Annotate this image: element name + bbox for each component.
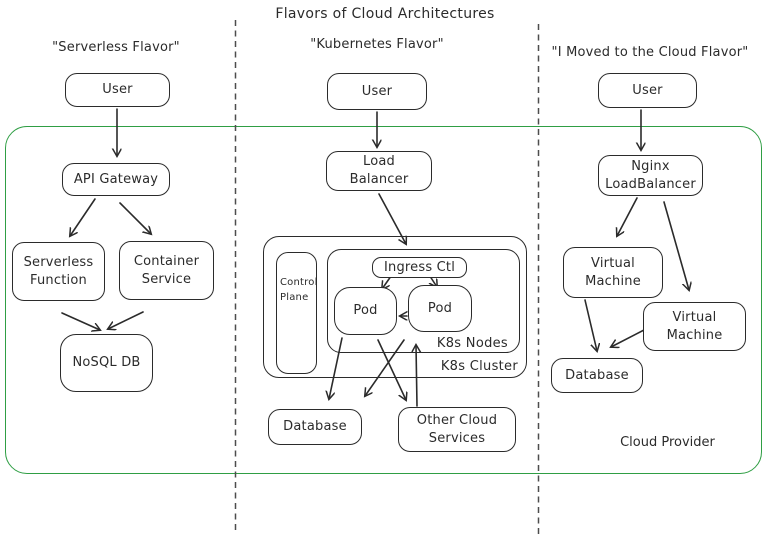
node-container-service: Container Service [119,241,214,300]
cloud-provider-label: Cloud Provider [620,435,715,450]
node-load-balancer: Load Balancer [326,151,432,191]
node-nginx-loadbalancer: Nginx LoadBalancer [598,155,703,196]
node-other-cloud-services: Other Cloud Services [398,407,516,452]
node-virtual-machine-1: Virtual Machine [563,247,663,298]
node-pod-right: Pod [408,285,472,332]
control-plane-box [276,252,317,374]
k8s-nodes-label: K8s Nodes [436,336,508,351]
node-k8s-user: User [327,73,427,110]
node-cloud-user: User [598,73,697,108]
cloud-provider-boundary [5,126,762,474]
node-virtual-machine-2: Virtual Machine [643,302,746,351]
node-cloud-database: Database [551,358,643,393]
diagram-title: Flavors of Cloud Architectures [275,6,495,22]
node-k8s-database: Database [268,409,362,445]
column-header-moved-to-cloud: "I Moved to the Cloud Flavor" [551,45,749,60]
column-header-serverless: "Serverless Flavor" [52,40,180,55]
column-header-kubernetes: "Kubernetes Flavor" [310,37,444,52]
node-nosql-db: NoSQL DB [60,334,153,392]
control-plane-label: Control Plane [280,277,318,303]
node-serverless-user: User [65,73,170,107]
node-serverless-function: Serverless Function [12,242,105,301]
k8s-nodes-box [327,249,520,353]
node-pod-left: Pod [334,287,397,335]
node-ingress-ctl: Ingress Ctl [372,257,467,278]
node-api-gateway: API Gateway [62,163,170,196]
k8s-cluster-label: K8s Cluster [440,359,518,374]
